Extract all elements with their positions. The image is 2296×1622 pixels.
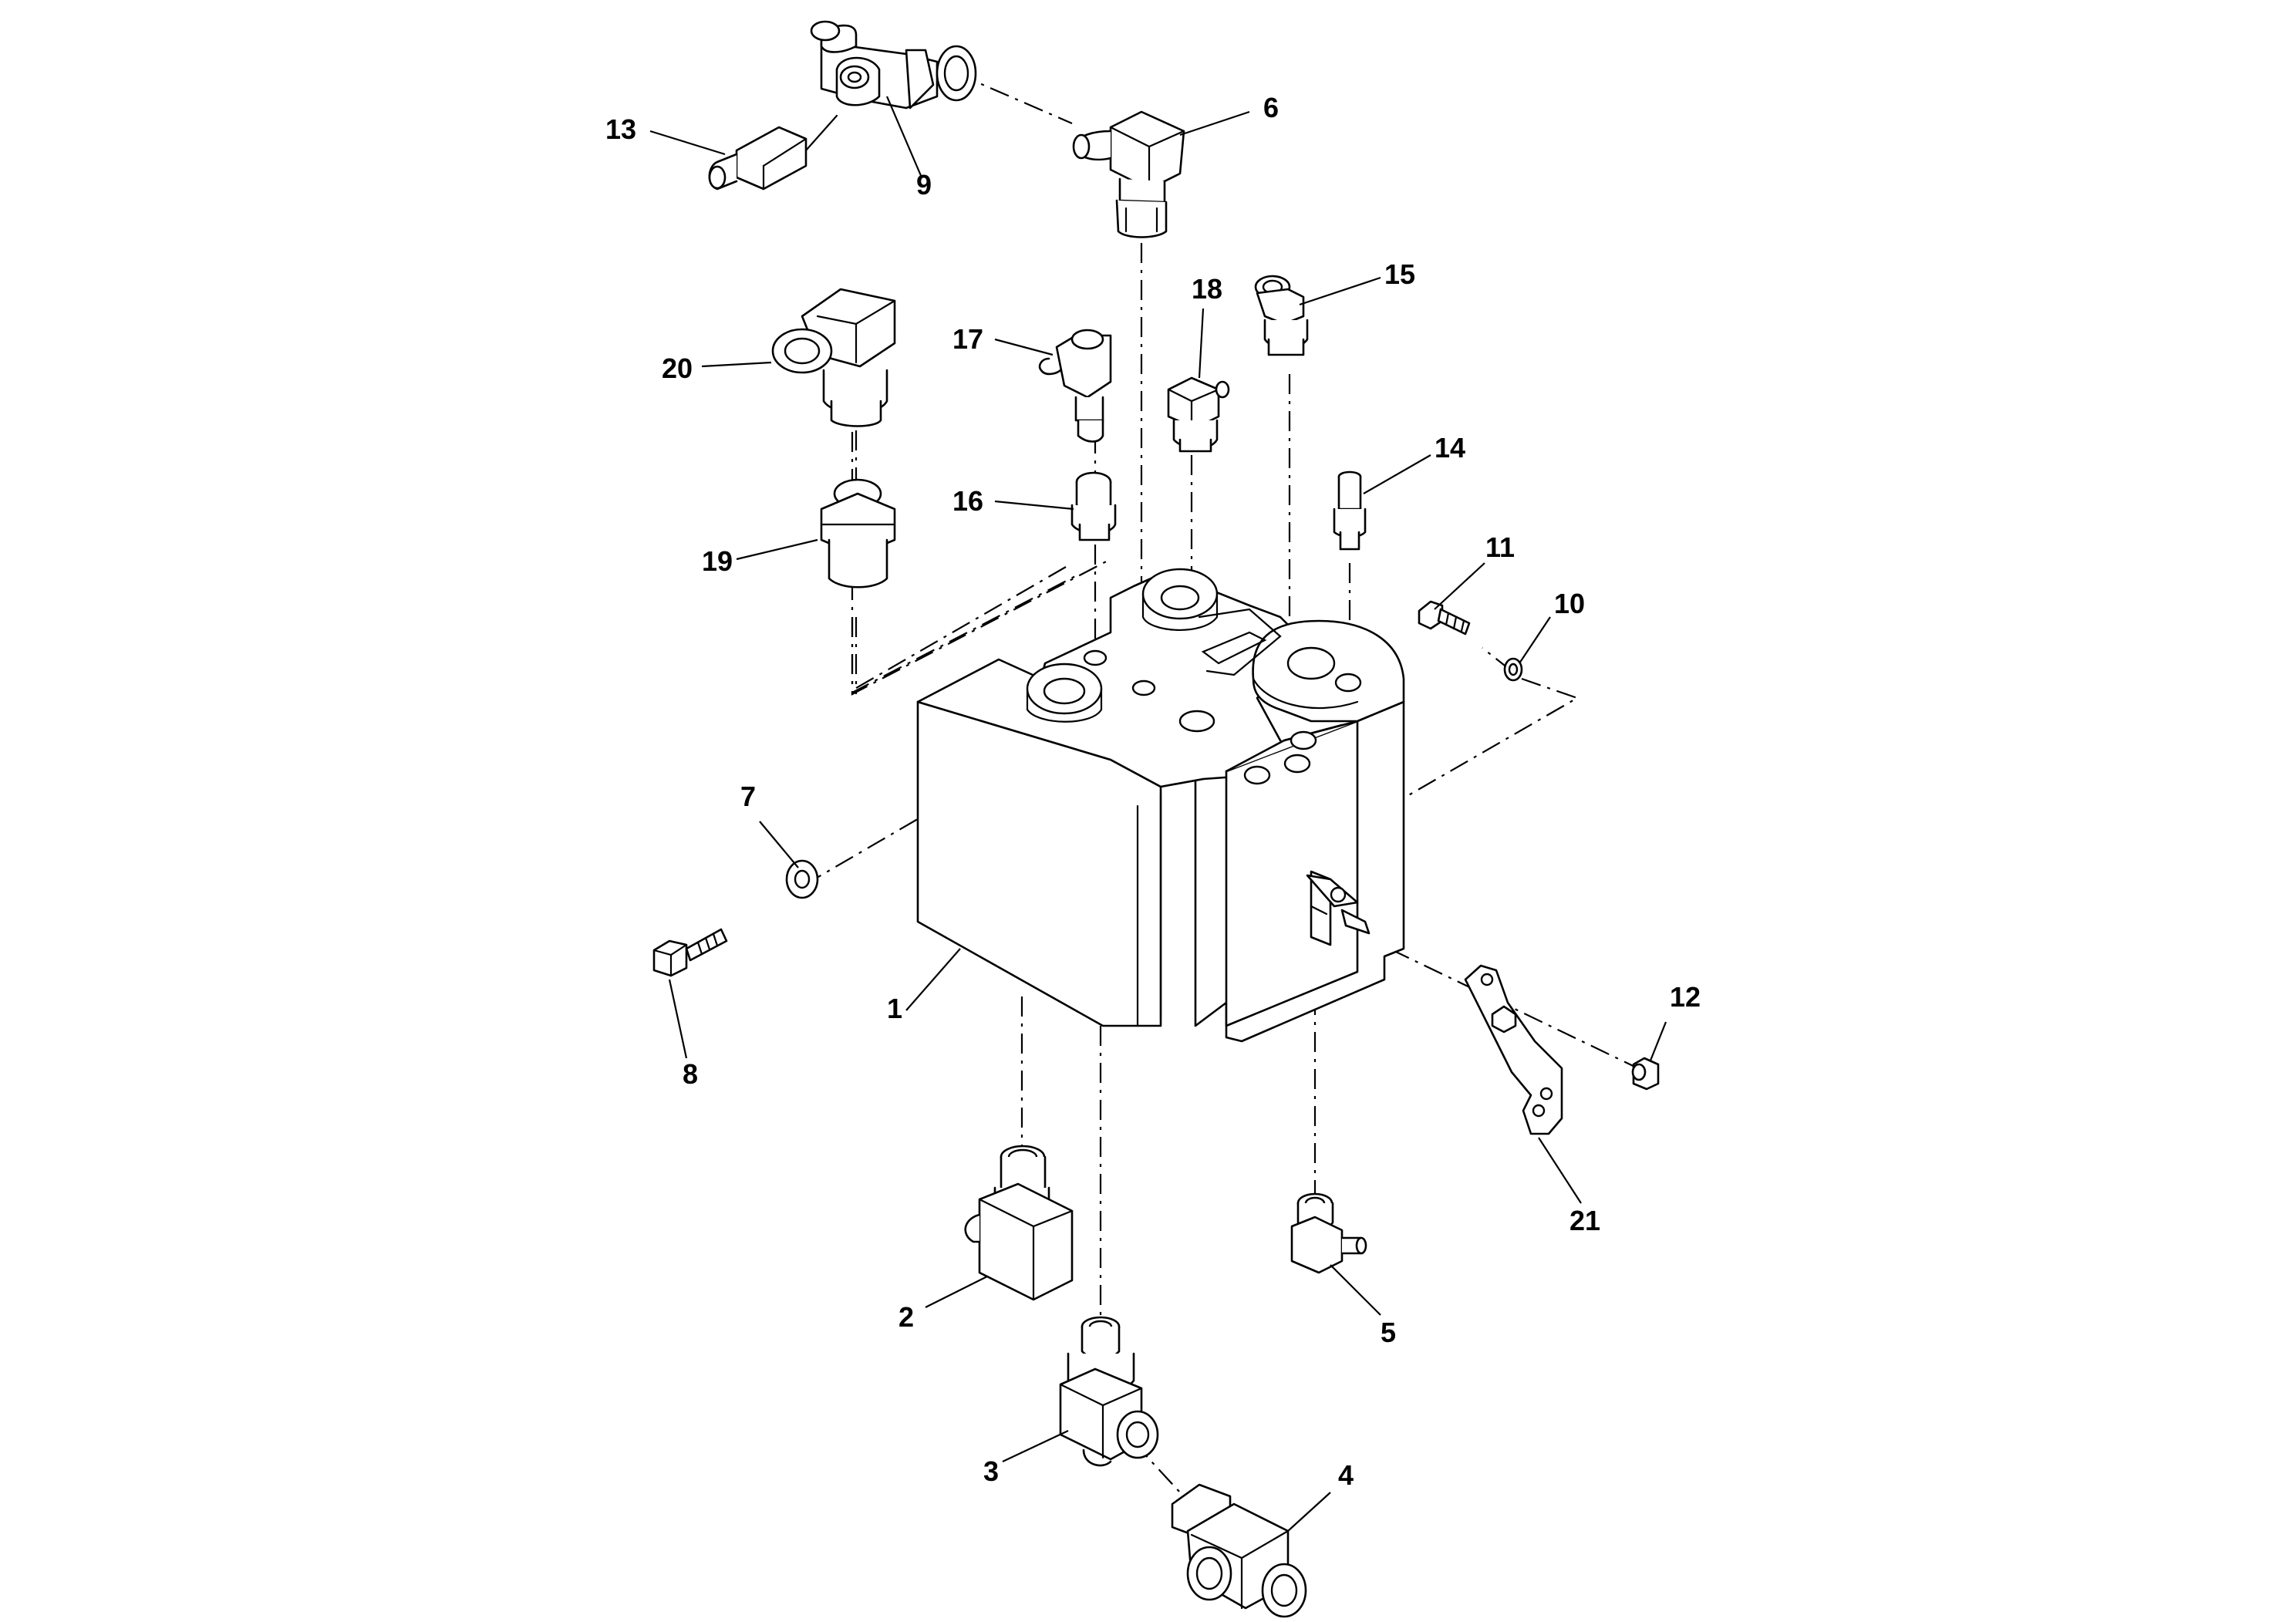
elbow-fitting-part-6 (1072, 110, 1185, 238)
tee-fitting-part-4 (1171, 1483, 1307, 1618)
callout-12: 12 (1670, 981, 1701, 1013)
elbow-fitting-part-2 (964, 1145, 1074, 1301)
callout-9: 9 (916, 169, 932, 201)
callout-19: 19 (702, 545, 733, 577)
callout-6: 6 (1263, 92, 1279, 123)
callout-10: 10 (1554, 588, 1585, 619)
callout-21: 21 (1569, 1205, 1600, 1236)
leader-lines (649, 96, 1667, 1532)
adapter-part-13 (708, 114, 838, 191)
bolt-part-8 (652, 928, 728, 977)
valve-block-part-1 (916, 568, 1405, 1043)
callout-1: 1 (887, 993, 902, 1024)
bracket-part-21 (1464, 964, 1563, 1135)
callout-20: 20 (662, 352, 693, 384)
callout-14: 14 (1435, 432, 1465, 464)
callout-11: 11 (1485, 531, 1515, 563)
pin-part-14 (1333, 470, 1367, 551)
tee-fitting-part-9 (810, 20, 977, 110)
callout-3: 3 (983, 1455, 999, 1487)
callout-17: 17 (952, 323, 983, 355)
nut-part-12 (1631, 1057, 1660, 1091)
straight-fitting-part-16 (1070, 471, 1117, 541)
union-fitting-part-19 (820, 478, 896, 588)
callout-5: 5 (1381, 1317, 1396, 1348)
callout-2: 2 (899, 1301, 914, 1333)
bolt-part-11 (1418, 600, 1471, 636)
callout-13: 13 (605, 113, 636, 145)
elbow-fitting-part-17 (1038, 329, 1112, 443)
washer-part-10 (1503, 657, 1523, 682)
elbow-fitting-part-3 (1059, 1316, 1159, 1467)
washer-part-7 (785, 859, 819, 899)
callout-labels: 1 2 3 4 5 6 7 8 9 10 11 12 13 14 15 16 1… (605, 92, 1701, 1491)
callout-15: 15 (1384, 258, 1415, 290)
callout-16: 16 (952, 485, 983, 517)
callout-7: 7 (740, 781, 756, 812)
sensor-part-18 (1167, 376, 1230, 453)
elbow-fitting-part-5 (1290, 1192, 1367, 1274)
elbow-fitting-part-15 (1254, 275, 1309, 356)
callout-8: 8 (683, 1058, 698, 1090)
callout-18: 18 (1192, 273, 1222, 305)
elbow-fitting-part-20 (771, 288, 896, 427)
callout-4: 4 (1338, 1459, 1354, 1491)
